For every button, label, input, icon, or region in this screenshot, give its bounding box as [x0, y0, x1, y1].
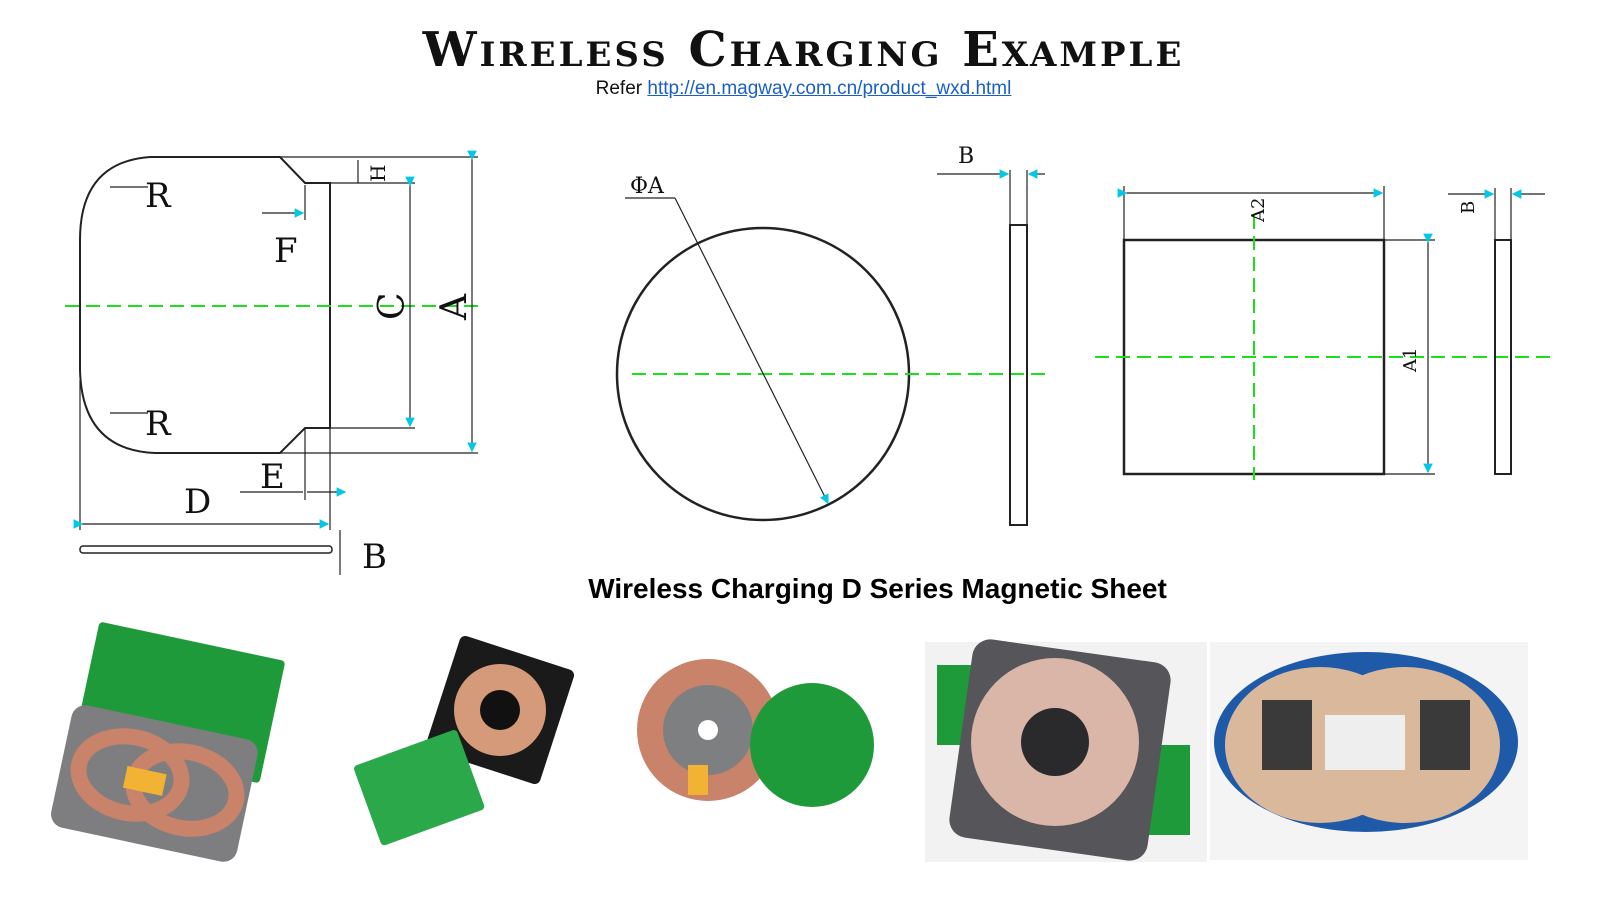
label-a2: A2 — [1248, 198, 1269, 223]
circle-side-view — [1009, 224, 1028, 526]
label-b-2: B — [958, 144, 974, 169]
drawing-square — [1095, 186, 1555, 480]
page-title: Wireless Charging Example — [422, 22, 1185, 78]
label-h: H — [366, 165, 390, 182]
d-shape-outline — [79, 156, 331, 454]
refer-link[interactable]: http://en.magway.com.cn/product_wxd.html — [647, 78, 1012, 99]
label-r-bottom: R — [145, 404, 172, 444]
label-c: C — [372, 292, 413, 320]
refer-line: Refer http://en.magway.com.cn/product_wx… — [0, 78, 1607, 100]
square-side-view — [1494, 239, 1512, 475]
product-photo-5 — [1210, 642, 1528, 860]
drawing-circle-labels: ΦA B — [630, 144, 974, 199]
product-photo-3 — [637, 659, 874, 807]
label-f: F — [274, 231, 298, 271]
label-d: D — [184, 482, 211, 522]
label-b-1: B — [362, 537, 387, 577]
drawing-d-shape — [65, 150, 480, 575]
drawing-d-labels: R R H F C A E D B — [145, 165, 475, 577]
label-phi-a: ΦA — [630, 174, 665, 199]
d-side-view — [79, 545, 333, 554]
diagram-caption: Wireless Charging D Series Magnetic Shee… — [588, 573, 1167, 604]
product-photo-4 — [925, 639, 1207, 862]
label-r-top: R — [145, 176, 172, 216]
label-a: A — [434, 293, 475, 321]
label-b-3: B — [1458, 201, 1479, 214]
product-photo-2 — [354, 635, 575, 846]
product-photo-1 — [51, 622, 285, 862]
drawing-square-labels: A2 A1 B — [1248, 198, 1479, 373]
label-e: E — [260, 457, 285, 497]
drawing-circle — [615, 169, 1045, 526]
label-a1: A1 — [1400, 348, 1421, 373]
refer-prefix: Refer — [595, 78, 643, 99]
